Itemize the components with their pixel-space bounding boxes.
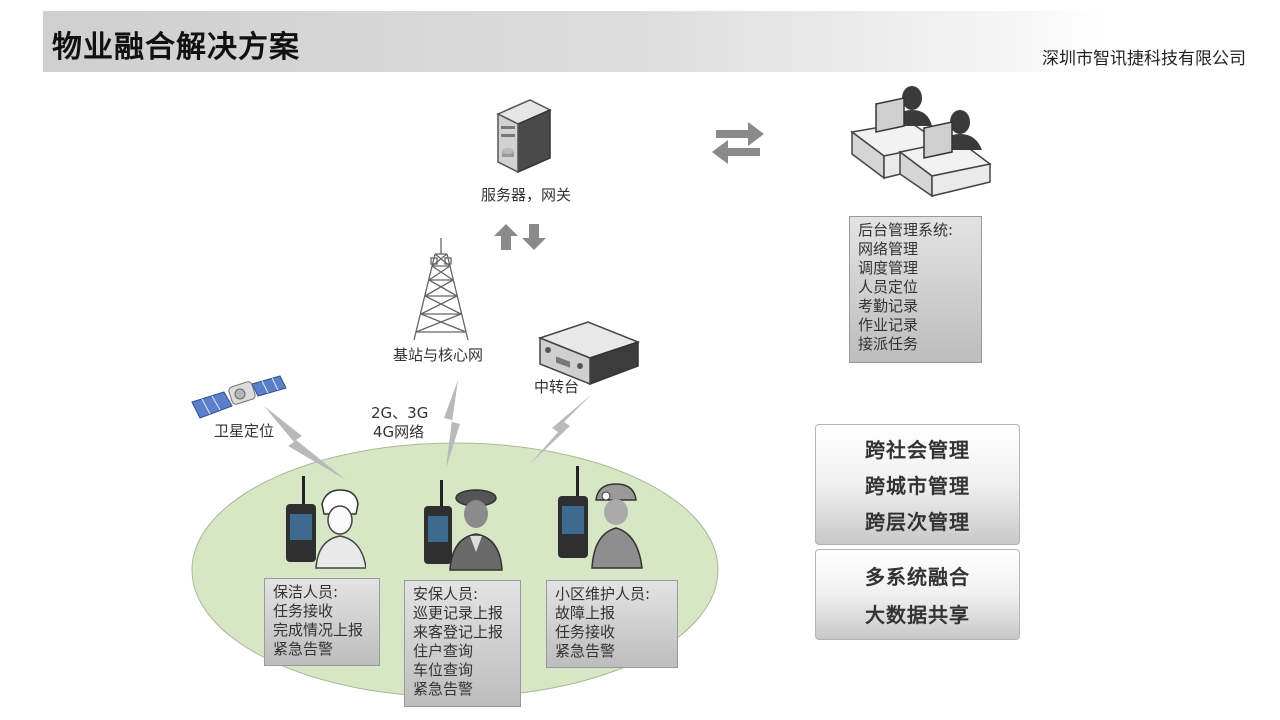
role-item: 故障上报 (555, 604, 616, 622)
feature-text: 跨城市管理 (865, 473, 970, 498)
role-box-maintenance: 小区维护人员: 故障上报 任务接收 紧急告警 (546, 580, 678, 668)
role-item: 住户查询 (413, 642, 474, 660)
page-title: 物业融合解决方案 (52, 30, 300, 65)
role-title: 安保人员: (413, 585, 479, 603)
guard-icon (424, 480, 503, 571)
role-title: 小区维护人员: (555, 585, 651, 603)
role-box-cleaner: 保洁人员: 任务接收 完成情况上报 紧急告警 (264, 578, 380, 666)
role-box-guard: 安保人员: 巡更记录上报 来客登记上报 住户查询 车位查询 紧急告警 (404, 580, 521, 707)
feature-text: 多系统融合 (865, 564, 970, 589)
backend-item: 调度管理 (858, 259, 919, 277)
repeater-label: 中转台 (534, 378, 580, 396)
updown-arrows-icon (494, 224, 546, 250)
network-label-1: 2G、3G (371, 404, 429, 422)
title-bar (43, 11, 1103, 72)
radio-icon (302, 476, 305, 506)
feature-text: 跨层次管理 (865, 509, 970, 534)
tower-icon (413, 238, 469, 341)
cleaner-icon (286, 476, 366, 569)
role-item: 紧急告警 (273, 640, 334, 658)
server-icon (496, 99, 552, 174)
backend-item: 考勤记录 (858, 297, 919, 315)
role-item: 完成情况上报 (273, 621, 364, 639)
role-item: 巡更记录上报 (413, 604, 504, 622)
role-title: 保洁人员: (273, 583, 339, 601)
role-item: 来客登记上报 (413, 623, 504, 641)
company-name: 深圳市智讯捷科技有限公司 (1042, 49, 1246, 69)
lightning-icon (444, 380, 460, 468)
role-item: 任务接收 (273, 602, 334, 620)
feature-text: 大数据共享 (865, 603, 970, 628)
maintenance-icon (558, 466, 643, 569)
exchange-arrows-icon (712, 122, 764, 164)
feature-box-integration: 多系统融合 大数据共享 (815, 549, 1020, 640)
backend-title: 后台管理系统: (858, 221, 954, 239)
feature-text: 跨社会管理 (865, 438, 970, 463)
server-label: 服务器，网关 (481, 186, 572, 204)
backend-item: 作业记录 (858, 316, 919, 334)
satellite-label: 卫星定位 (214, 422, 275, 440)
operator-desk-icon (850, 86, 992, 197)
backend-system-box: 后台管理系统: 网络管理 调度管理 人员定位 考勤记录 作业记录 接派任务 (849, 216, 982, 363)
role-item: 紧急告警 (555, 642, 616, 660)
lightning-icon (264, 406, 346, 480)
repeater-icon (538, 321, 640, 386)
role-item: 紧急告警 (413, 680, 474, 698)
backend-item: 接派任务 (858, 335, 919, 353)
role-item: 车位查询 (413, 661, 474, 679)
satellite-icon (191, 375, 287, 419)
backend-item: 网络管理 (858, 240, 919, 258)
backend-item: 人员定位 (858, 278, 919, 296)
network-label-2: 4G网络 (373, 423, 425, 441)
role-item: 任务接收 (555, 623, 616, 641)
feature-box-management: 跨社会管理 跨城市管理 跨层次管理 (815, 424, 1020, 545)
lightning-icon (530, 394, 592, 464)
base-station-label: 基站与核心网 (393, 346, 484, 364)
